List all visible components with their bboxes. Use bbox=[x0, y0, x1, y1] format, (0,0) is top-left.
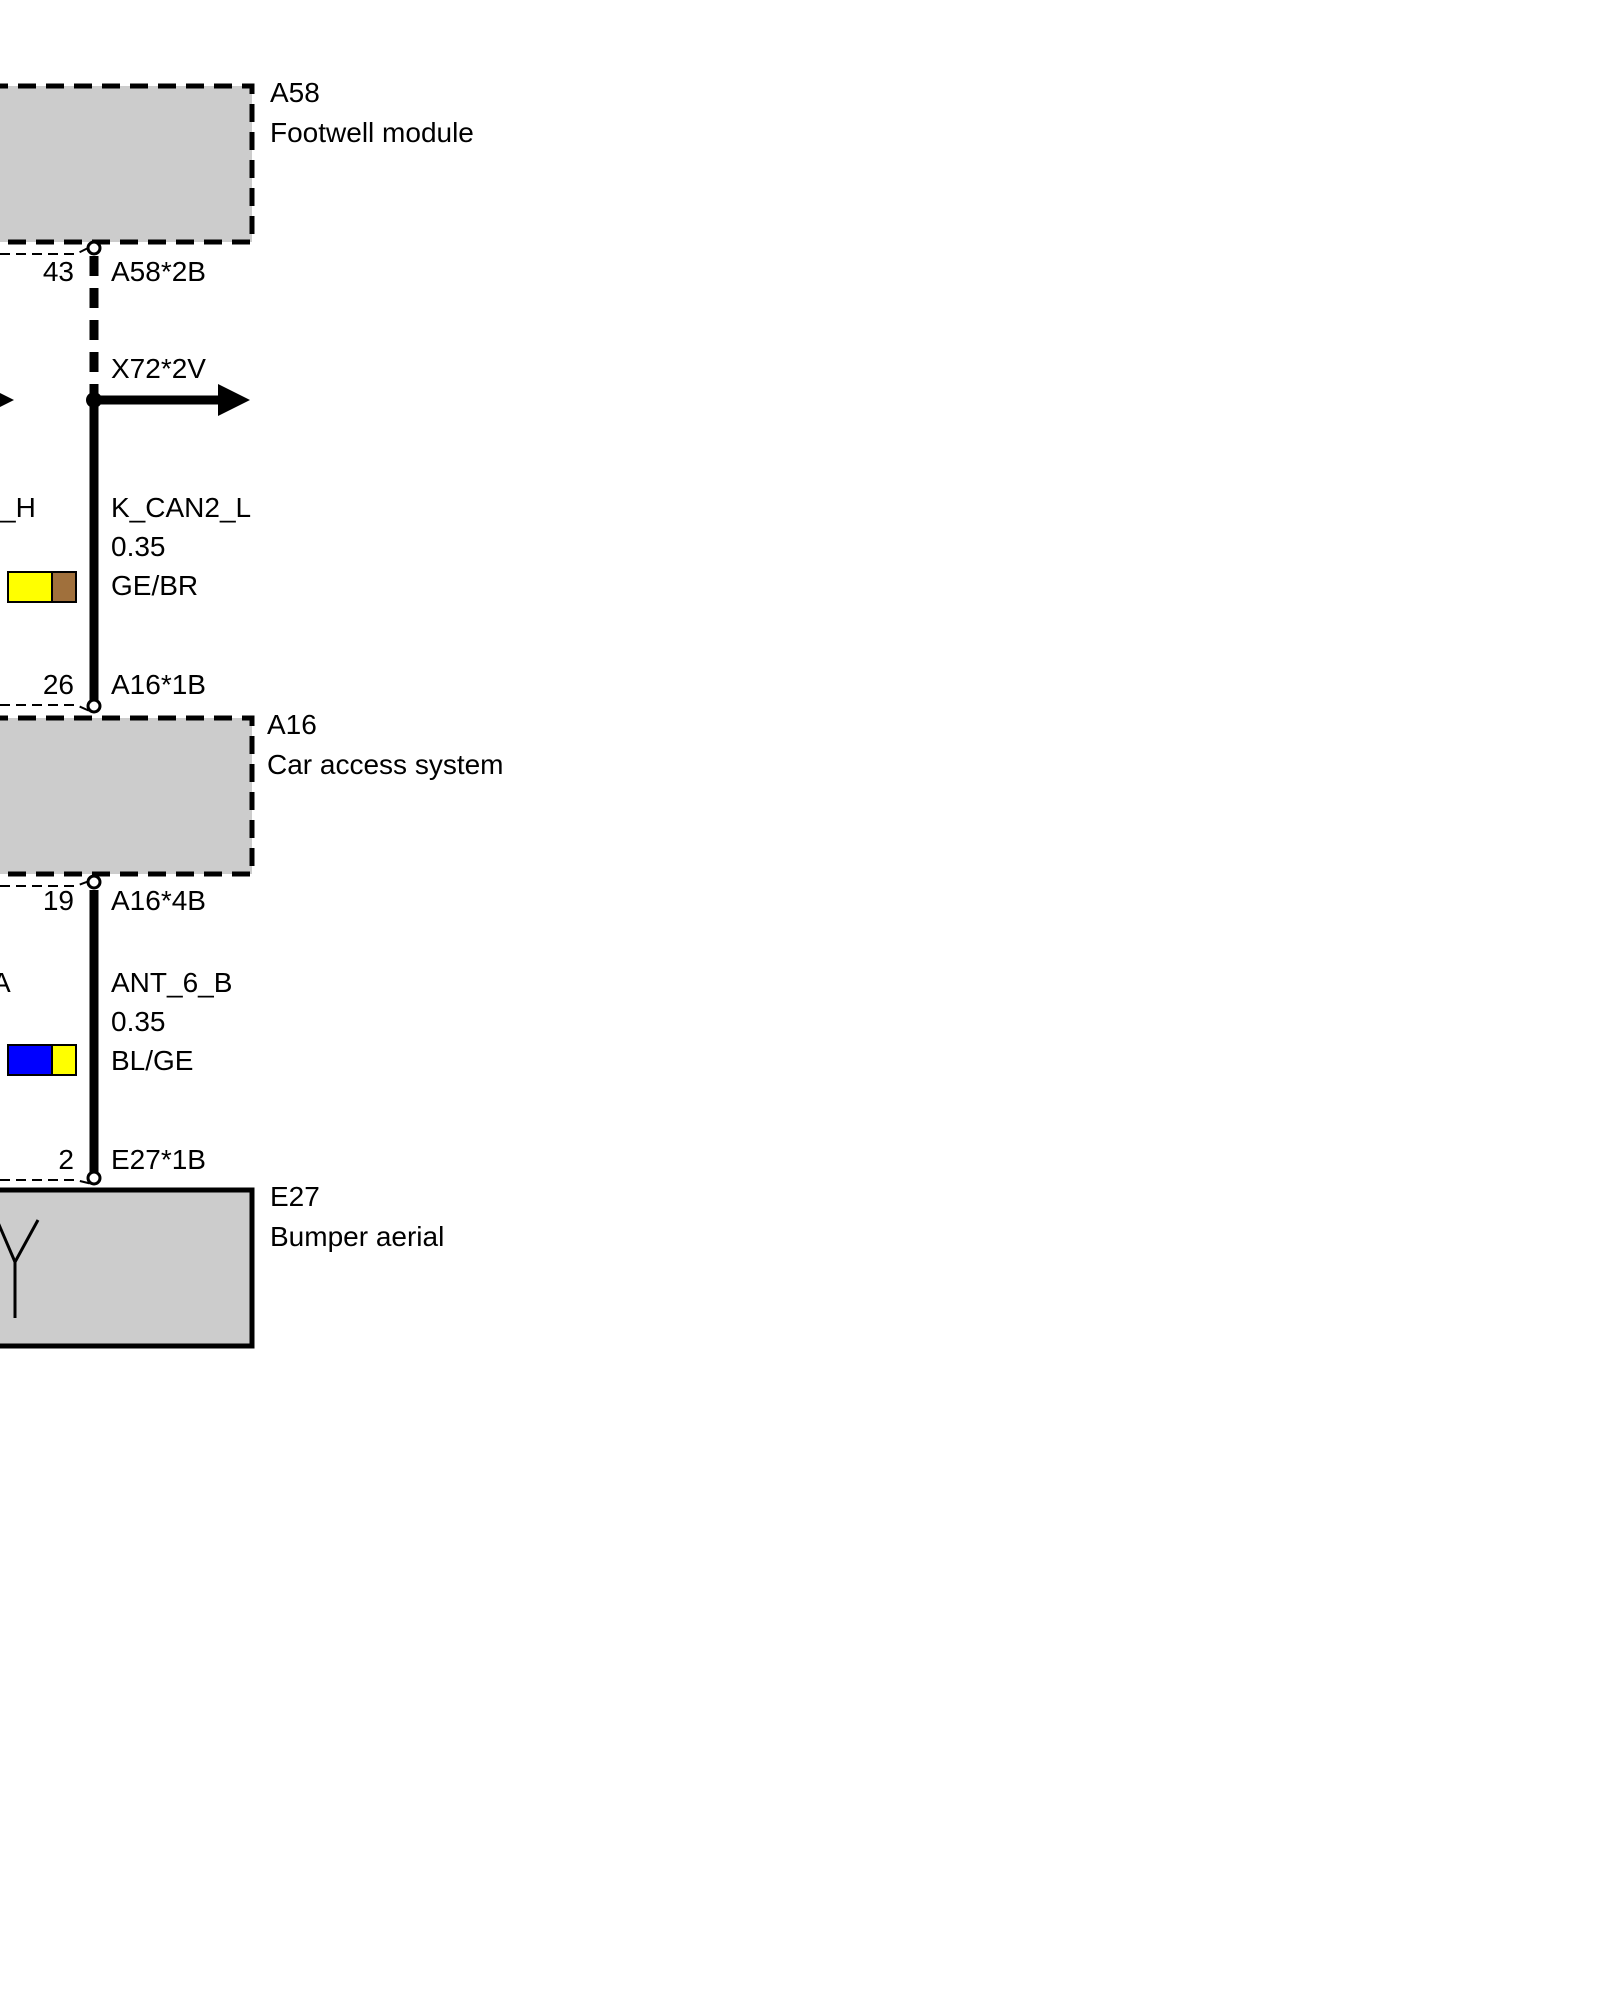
arrow-right-icon bbox=[94, 384, 250, 416]
pin-a16-26[interactable] bbox=[86, 698, 102, 714]
a16-bottom-connector: A16*4B bbox=[111, 885, 206, 916]
e27-name: Bumper aerial bbox=[270, 1221, 444, 1252]
a58-name: Footwell module bbox=[270, 117, 474, 148]
left-lower-signal-fragment: A bbox=[0, 967, 11, 998]
component-a58[interactable]: A58 Footwell module bbox=[0, 77, 474, 245]
upper-wire-color-code: GE/BR bbox=[111, 570, 198, 601]
component-e27[interactable]: E27 Bumper aerial bbox=[0, 1181, 444, 1349]
a58-pin-number: 43 bbox=[43, 256, 74, 287]
pin-e27-2[interactable] bbox=[86, 1170, 102, 1186]
a16-box bbox=[0, 715, 255, 877]
wire-color-swatch-bl-ge bbox=[7, 1044, 77, 1076]
e27-left-branch bbox=[0, 1179, 93, 1185]
splice-connector: X72*2V bbox=[111, 353, 206, 384]
e27-pin-number: 2 bbox=[58, 1144, 74, 1175]
upper-wire-signal: K_CAN2_L bbox=[111, 492, 251, 523]
a16-top-connector: A16*1B bbox=[111, 669, 206, 700]
a16-top-left-branch bbox=[0, 704, 93, 713]
lower-wire-signal: ANT_6_B bbox=[111, 967, 232, 998]
a16-bottom-pin-number: 19 bbox=[43, 885, 74, 916]
e27-box bbox=[0, 1187, 255, 1349]
a58-connector: A58*2B bbox=[111, 256, 206, 287]
e27-id: E27 bbox=[270, 1181, 320, 1212]
e27-connector: E27*1B bbox=[111, 1144, 206, 1175]
antenna-icon bbox=[0, 1219, 40, 1318]
a16-id: A16 bbox=[267, 709, 317, 740]
pin-a16-19[interactable] bbox=[86, 874, 102, 890]
upper-wire-gauge: 0.35 bbox=[111, 531, 166, 562]
a16-name: Car access system bbox=[267, 749, 504, 780]
lower-wire-gauge: 0.35 bbox=[111, 1006, 166, 1037]
a16-top-pin-number: 26 bbox=[43, 669, 74, 700]
pin-a58-43[interactable] bbox=[86, 240, 102, 256]
lower-wire-color-code: BL/GE bbox=[111, 1045, 193, 1076]
component-a16[interactable]: A16 Car access system bbox=[0, 709, 504, 877]
left-upper-signal-fragment: _H bbox=[0, 492, 36, 523]
a58-left-branch bbox=[0, 245, 93, 255]
a58-id: A58 bbox=[270, 77, 320, 108]
wire-color-swatch-ge-br bbox=[7, 571, 77, 603]
left-arrow-fragment bbox=[0, 393, 14, 407]
a58-box bbox=[0, 83, 255, 245]
